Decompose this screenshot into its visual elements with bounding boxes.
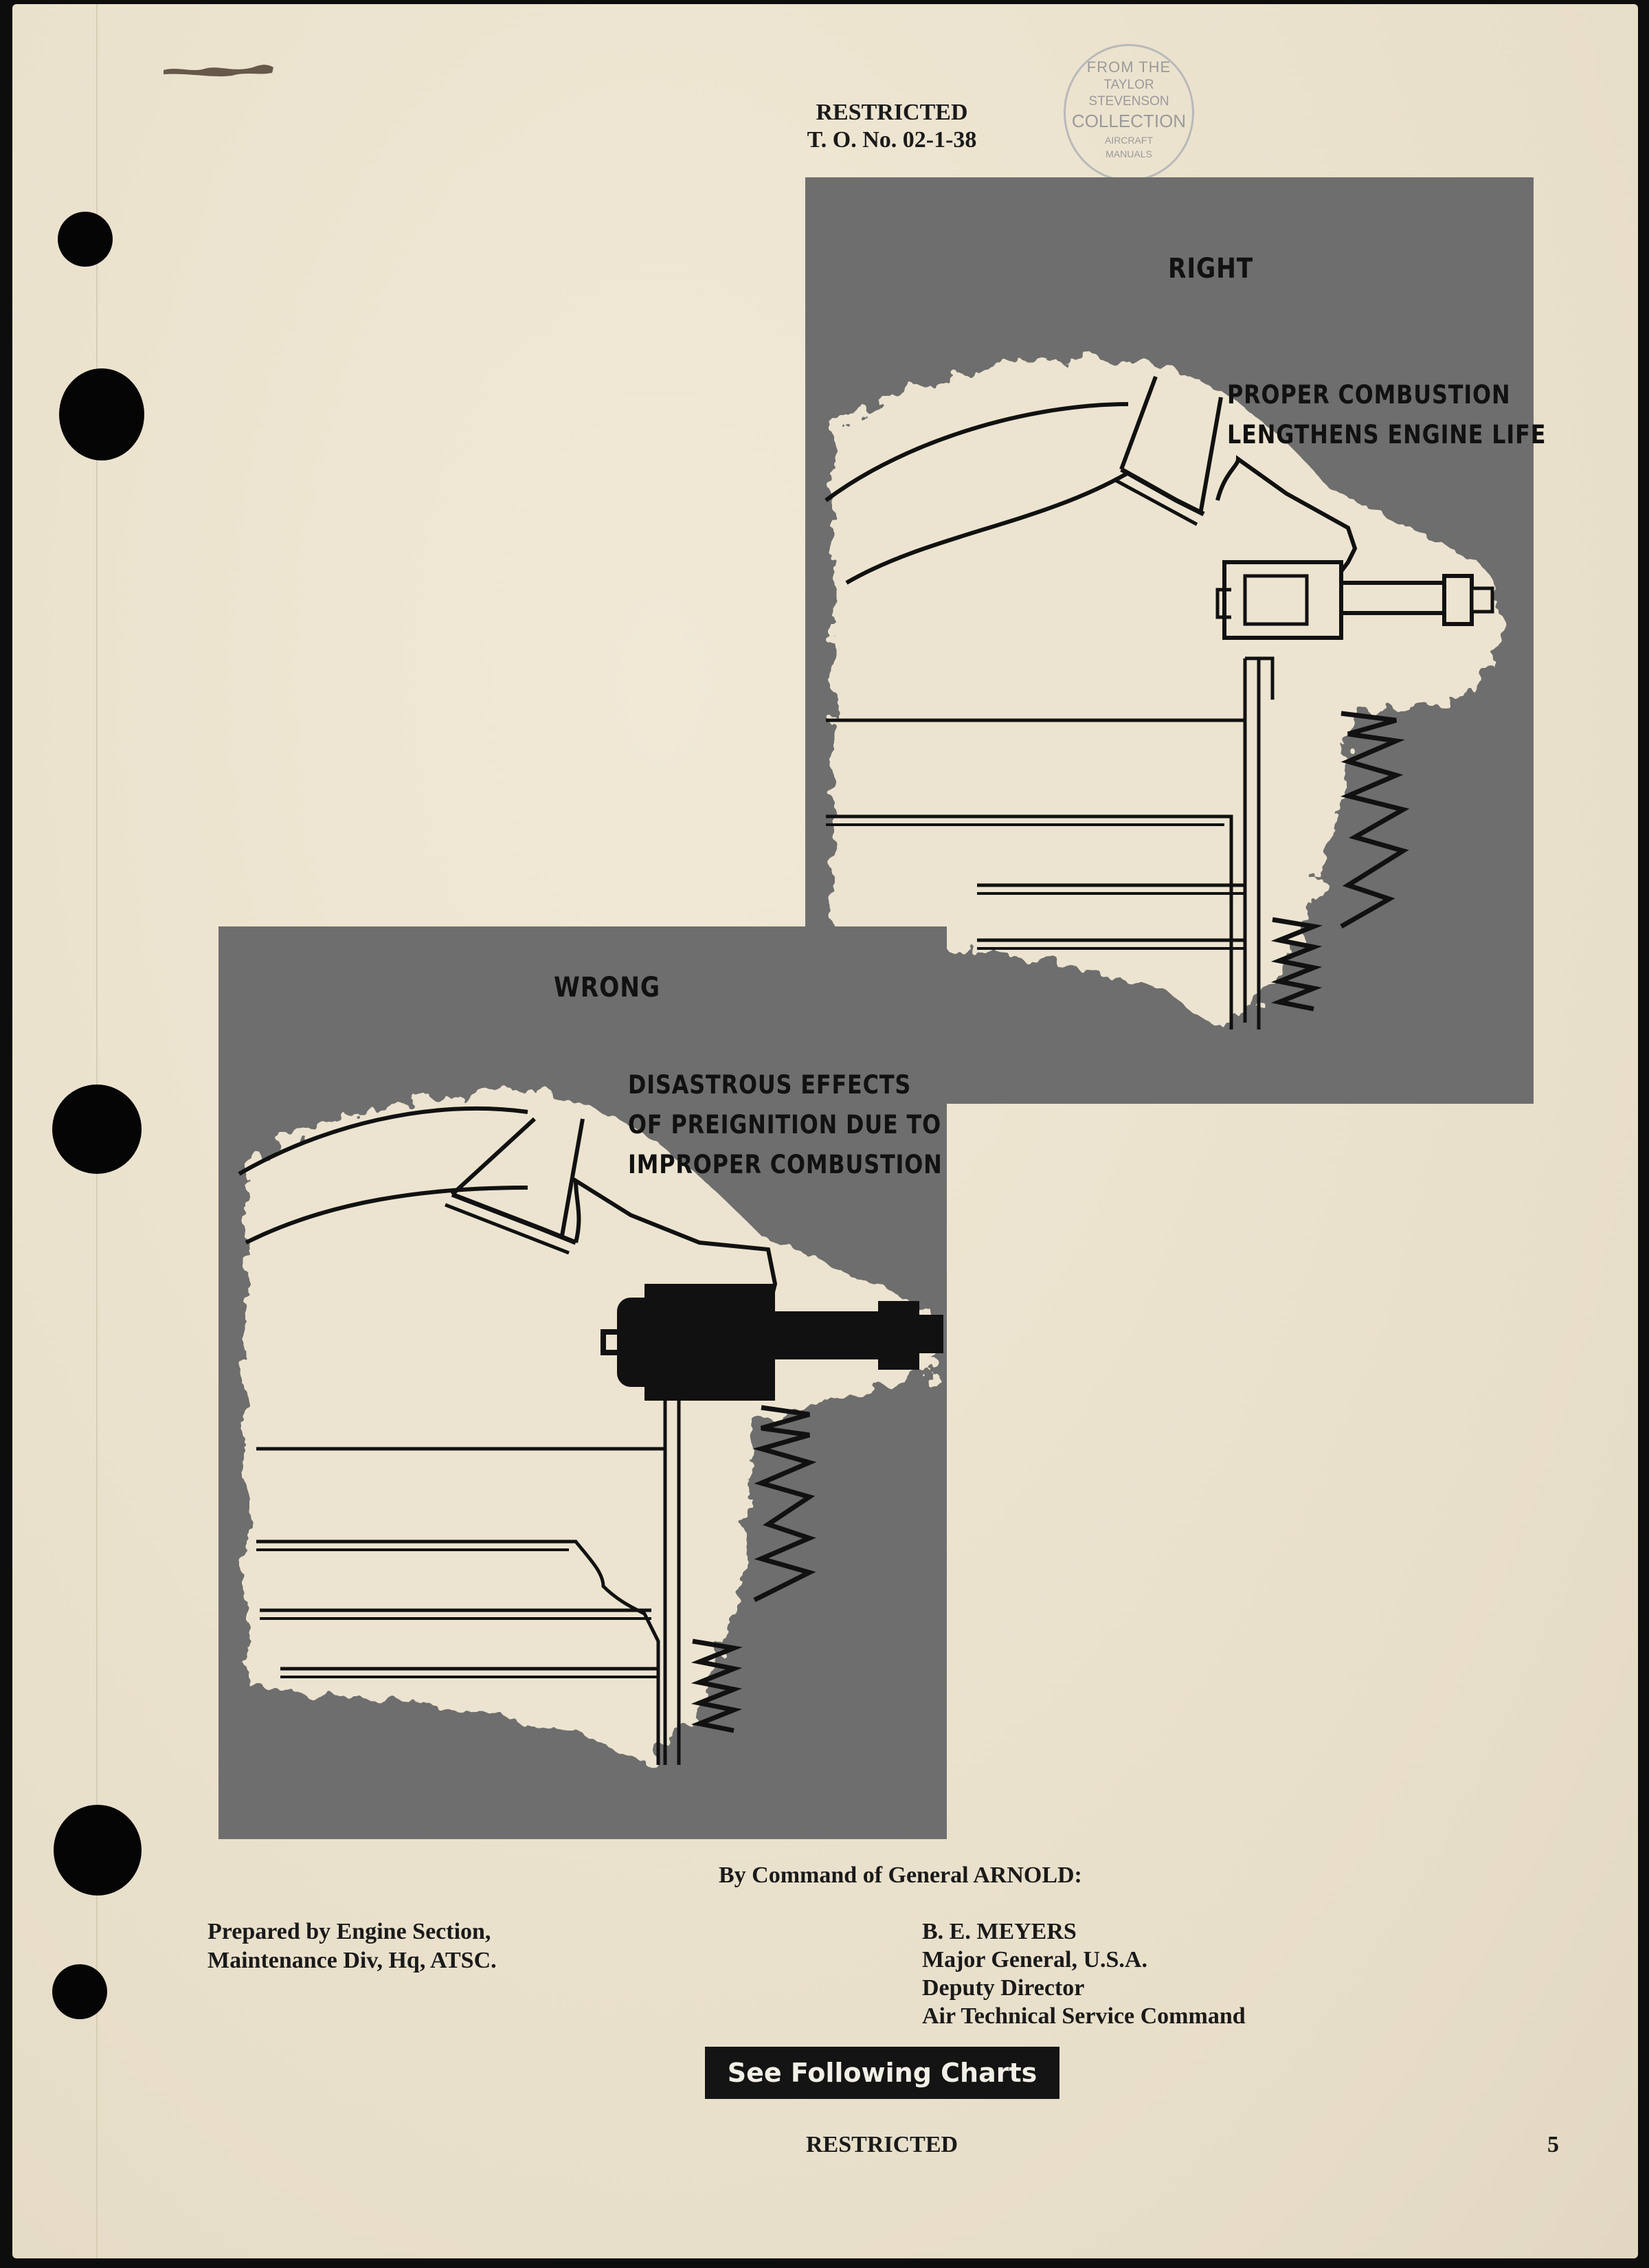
wrong-figure-caption: DISASTROUS EFFECTS OF PREIGNITION DUE TO… <box>628 1065 943 1185</box>
caption-line: PROPER COMBUSTION <box>1227 380 1511 410</box>
signer-organization: Air Technical Service Command <box>922 2003 1246 2029</box>
right-figure-caption: PROPER COMBUSTION LENGTHENS ENGINE LIFE <box>1227 375 1546 455</box>
binder-hole <box>58 212 113 267</box>
caption-line: OF PREIGNITION DUE TO <box>628 1110 942 1139</box>
stamp-line: MANUALS <box>1106 148 1152 159</box>
stamp-line: FROM THE <box>1086 58 1171 76</box>
header-order-number: T. O. No. 02-1-38 <box>807 127 977 153</box>
prepared-by-line: Maintenance Div, Hq, ATSC. <box>207 1948 497 1973</box>
page-number: 5 <box>1547 2132 1559 2157</box>
stamp-line: STEVENSON <box>1088 94 1169 109</box>
binder-hole <box>52 1085 142 1174</box>
header-classification: RESTRICTED <box>816 100 968 125</box>
stamp-line: TAYLOR <box>1103 78 1154 92</box>
signer-title: Deputy Director <box>922 1975 1085 2001</box>
wrong-illustration <box>218 926 947 1839</box>
document-header: RESTRICTED T. O. No. 02-1-38 <box>741 99 1043 154</box>
binder-hole <box>54 1805 142 1895</box>
stamp-line: AIRCRAFT <box>1105 135 1153 146</box>
prepared-by-line: Prepared by Engine Section, <box>207 1919 491 1944</box>
right-figure-label: RIGHT <box>1168 253 1254 285</box>
stamp-line: COLLECTION <box>1071 111 1187 131</box>
signer-name: B. E. MEYERS <box>922 1919 1077 1944</box>
command-line: By Command of General ARNOLD: <box>719 1863 1082 1888</box>
see-following-charts-button[interactable]: See Following Charts <box>705 2047 1059 2099</box>
footer-classification: RESTRICTED <box>806 2132 958 2157</box>
prepared-by-block: Prepared by Engine Section, Maintenance … <box>207 1917 497 1975</box>
ink-stain <box>164 65 273 77</box>
manual-page: RESTRICTED T. O. No. 02-1-38 FROM THE TA… <box>12 4 1638 2258</box>
wrong-cylinder-diagram <box>218 926 947 1839</box>
caption-line: LENGTHENS ENGINE LIFE <box>1227 420 1547 449</box>
wrong-figure-label: WRONG <box>554 972 661 1003</box>
signature-block: B. E. MEYERS Major General, U.S.A. Deput… <box>922 1917 1246 2030</box>
binder-hole <box>59 368 144 460</box>
caption-line: IMPROPER COMBUSTION <box>628 1150 943 1179</box>
collection-stamp: FROM THE TAYLOR STEVENSON COLLECTION AIR… <box>1064 44 1194 181</box>
binder-hole <box>52 1964 107 2019</box>
caption-line: DISASTROUS EFFECTS <box>628 1070 912 1100</box>
signer-rank: Major General, U.S.A. <box>922 1947 1147 1972</box>
